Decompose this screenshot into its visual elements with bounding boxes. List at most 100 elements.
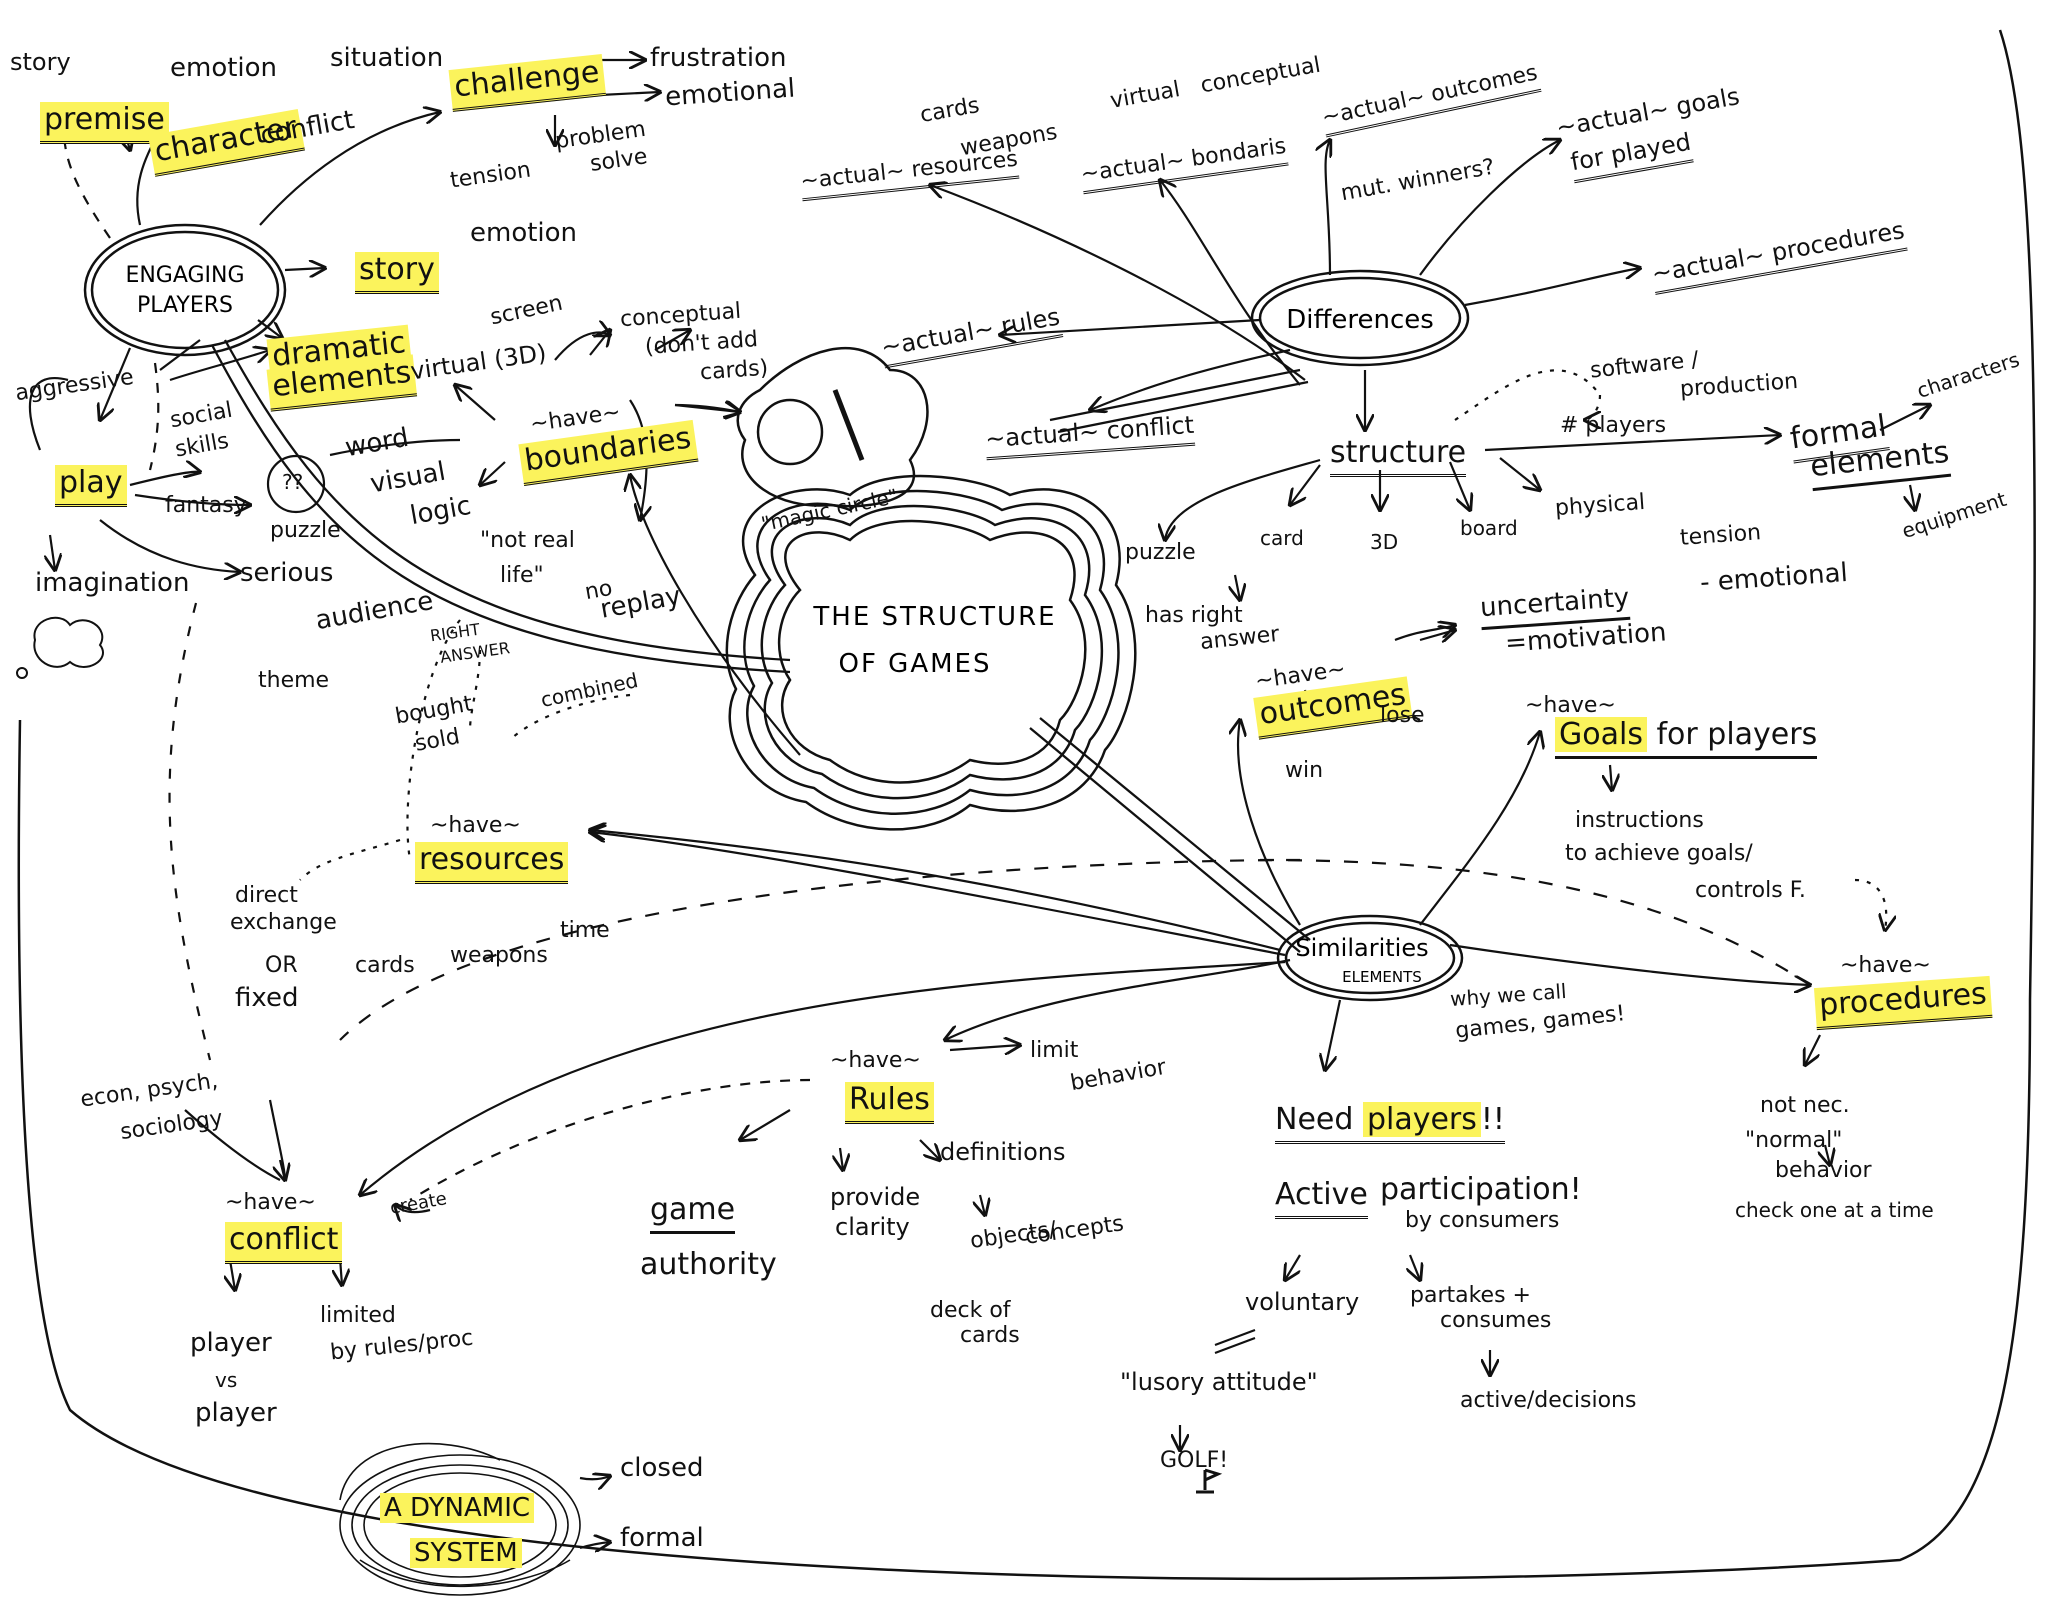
label-formal: formal [620,1523,704,1553]
label-frustration: frustration [650,43,787,73]
label-exchange: exchange [230,910,337,935]
label-sim-deckof: deck of [930,1298,1011,1323]
thought-bubble [33,616,104,668]
label-sim-behavior: behavior [1775,1158,1872,1183]
connectors [28,60,1930,1548]
differences-label: Differences [1286,305,1434,335]
label-sim-controls: controls F. [1695,878,1806,903]
paper-edge [17,29,2036,1581]
label-sim-voluntary: voluntary [1245,1288,1360,1316]
label-emotion-2: emotion [470,218,578,248]
label-res-cards: cards [355,953,415,978]
label-closed: closed [620,1453,704,1483]
label-sim-instr-2: to achieve goals/ [1565,841,1753,866]
label-sim-have-proc: ~have~ [1840,953,1931,978]
label-sim-golf: GOLF! [1160,1448,1229,1473]
label-puzzle-q: ?? [282,470,304,494]
label-diff-card: card [1260,526,1304,550]
label-res-weapons: weapons [450,943,548,968]
label-direct: direct [235,883,298,908]
label-pvp-1: player [190,1328,272,1358]
label-or: OR [265,953,298,978]
label-sim-definitions: definitions [940,1138,1066,1166]
label-fixed: fixed [235,983,299,1013]
label-resources: resources [415,842,569,884]
label-serious: serious [240,558,334,588]
center-title-1: THE STRUCTURE [812,602,1056,632]
label-conflict-main: conflict [225,1222,343,1264]
label-sim-win: win [1285,758,1324,783]
magic-circle-ball [756,398,824,466]
boundaries-to-magic [674,405,740,412]
label-sim-instr-1: instructions [1575,808,1704,833]
boundaries-arrow [630,475,801,756]
label-diff-puzzle: puzzle [1125,540,1196,565]
label-puzzle: puzzle [270,518,341,543]
label-story-small: story [10,48,71,76]
similarities-node [1276,914,1464,1002]
label-sim-partakes: partakes + [1410,1283,1531,1308]
label-sim-active: Active [1275,1177,1368,1219]
center-cloud [725,474,1137,831]
magic-wand [832,389,865,461]
label-pvp-3: player [195,1398,277,1428]
label-situation: situation [330,43,444,73]
label-sim-lusory: "lusory attitude" [1120,1368,1318,1396]
label-diff-right-1: has right [1145,603,1243,628]
label-not-real-1: "not real [480,528,575,553]
label-diff-players: # players [1560,413,1667,438]
label-sim-normal: "normal" [1745,1128,1843,1153]
label-dynamic-2: SYSTEM [410,1538,522,1568]
magic-circle-blob [736,347,929,508]
engaging-node [83,223,287,357]
resources-arrow [590,832,1286,957]
engaging-line1: ENGAGING [125,263,244,288]
label-imagination: imagination [35,568,190,598]
label-sim-have-rules: ~have~ [830,1048,921,1073]
similarities-label: Similarities [1295,934,1428,962]
engaging-line2: PLAYERS [137,293,233,318]
label-sim-goals: Goals for players [1555,717,1818,759]
label-sim-check: check one at a time [1735,1198,1934,1222]
label-sim-lose: lose [1380,703,1425,728]
label-diff-board: board [1460,516,1518,540]
label-sim-rules: Rules [845,1082,934,1124]
label-sim-authority: authority [640,1247,777,1282]
label-sim-need: Need players!! [1275,1102,1505,1144]
label-play: play [55,465,127,507]
puzzle-circle [266,454,326,514]
label-resources-have: ~have~ [430,813,521,838]
label-sim-decards: cards [960,1323,1020,1348]
label-emotion-1: emotion [170,53,278,83]
label-pvp-2: vs [215,1368,238,1392]
label-sim-provide: provide [830,1183,921,1211]
label-conceptual-3: cards) [699,355,770,386]
dynamic-scribble [339,1442,581,1596]
label-not-real-2: life" [500,563,544,588]
label-story: story [355,252,439,294]
label-res-time: time [560,918,610,943]
label-limited-1: limited [320,1303,396,1328]
label-theme: theme [258,668,330,693]
label-sim-participation: participation! [1380,1172,1582,1207]
label-premise: premise [40,102,169,144]
label-sim-decisions: active/decisions [1460,1388,1637,1413]
label-sim-consumes: consumes [1440,1308,1552,1333]
center-title-2: OF GAMES [839,649,992,679]
label-sim-limit: limit [1030,1038,1079,1063]
label-sim-game: game [650,1192,736,1234]
label-sim-notnec: not nec. [1760,1093,1850,1118]
label-sim-tension: tension [1679,520,1762,551]
label-sim-consumers: by consumers [1405,1208,1560,1233]
label-sim-have-goals: ~have~ [1525,693,1616,718]
label-diff-structure: structure [1330,435,1467,477]
differences-node [1250,269,1470,367]
label-sim-clarity: clarity [835,1213,910,1241]
similarities-sublabel: ELEMENTS [1342,968,1422,986]
label-conflict-have: ~have~ [225,1190,316,1215]
golf-flag [1196,1468,1223,1494]
label-diff-3d: 3D [1370,530,1399,554]
label-fantasy: fantasy [165,493,247,518]
label-dynamic-1: A DYNAMIC [380,1493,535,1523]
